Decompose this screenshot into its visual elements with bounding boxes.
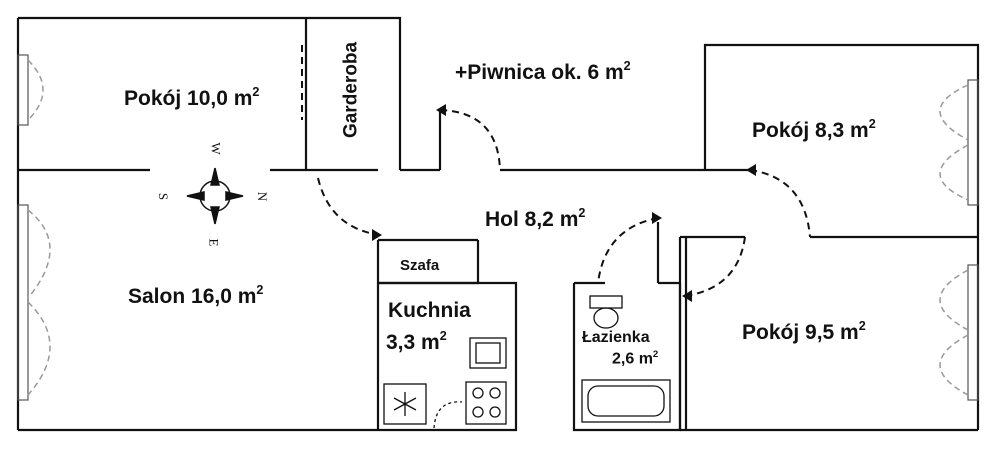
- room-label-pokoj-95: Pokój 9,5 m2: [742, 319, 866, 344]
- room-label-kuchnia: Kuchnia: [388, 299, 471, 322]
- room-label-kuchnia-area: 3,3 m2: [386, 329, 447, 354]
- room-label-szafa: Szafa: [400, 257, 440, 274]
- room-label-hol: Hol 8,2 m2: [485, 206, 586, 231]
- room-label-lazienka-area: 2,6 m2: [612, 349, 659, 368]
- room-label-garderoba: Garderoba: [340, 41, 362, 139]
- bathroom-fixtures: [581, 295, 671, 423]
- compass-letter-w: W: [208, 142, 224, 155]
- room-label-pokoj-83: Pokój 8,3 m2: [752, 117, 876, 142]
- doors: [301, 45, 811, 297]
- compass-rose: [186, 167, 244, 225]
- compass-letter-s: S: [156, 192, 172, 201]
- room-label-lazienka: Łazienka: [582, 329, 650, 346]
- room-label-piwnica: +Piwnica ok. 6 m2: [455, 59, 631, 84]
- compass-letter-n: N: [255, 191, 271, 202]
- door-arrows: [372, 104, 756, 302]
- room-label-pokoj-10: Pokój 10,0 m2: [124, 85, 260, 110]
- window-swings: [27, 59, 969, 396]
- kitchen-fixtures: [383, 337, 507, 429]
- room-label-salon: Salon 16,0 m2: [128, 283, 264, 308]
- compass-letter-e: E: [206, 238, 222, 247]
